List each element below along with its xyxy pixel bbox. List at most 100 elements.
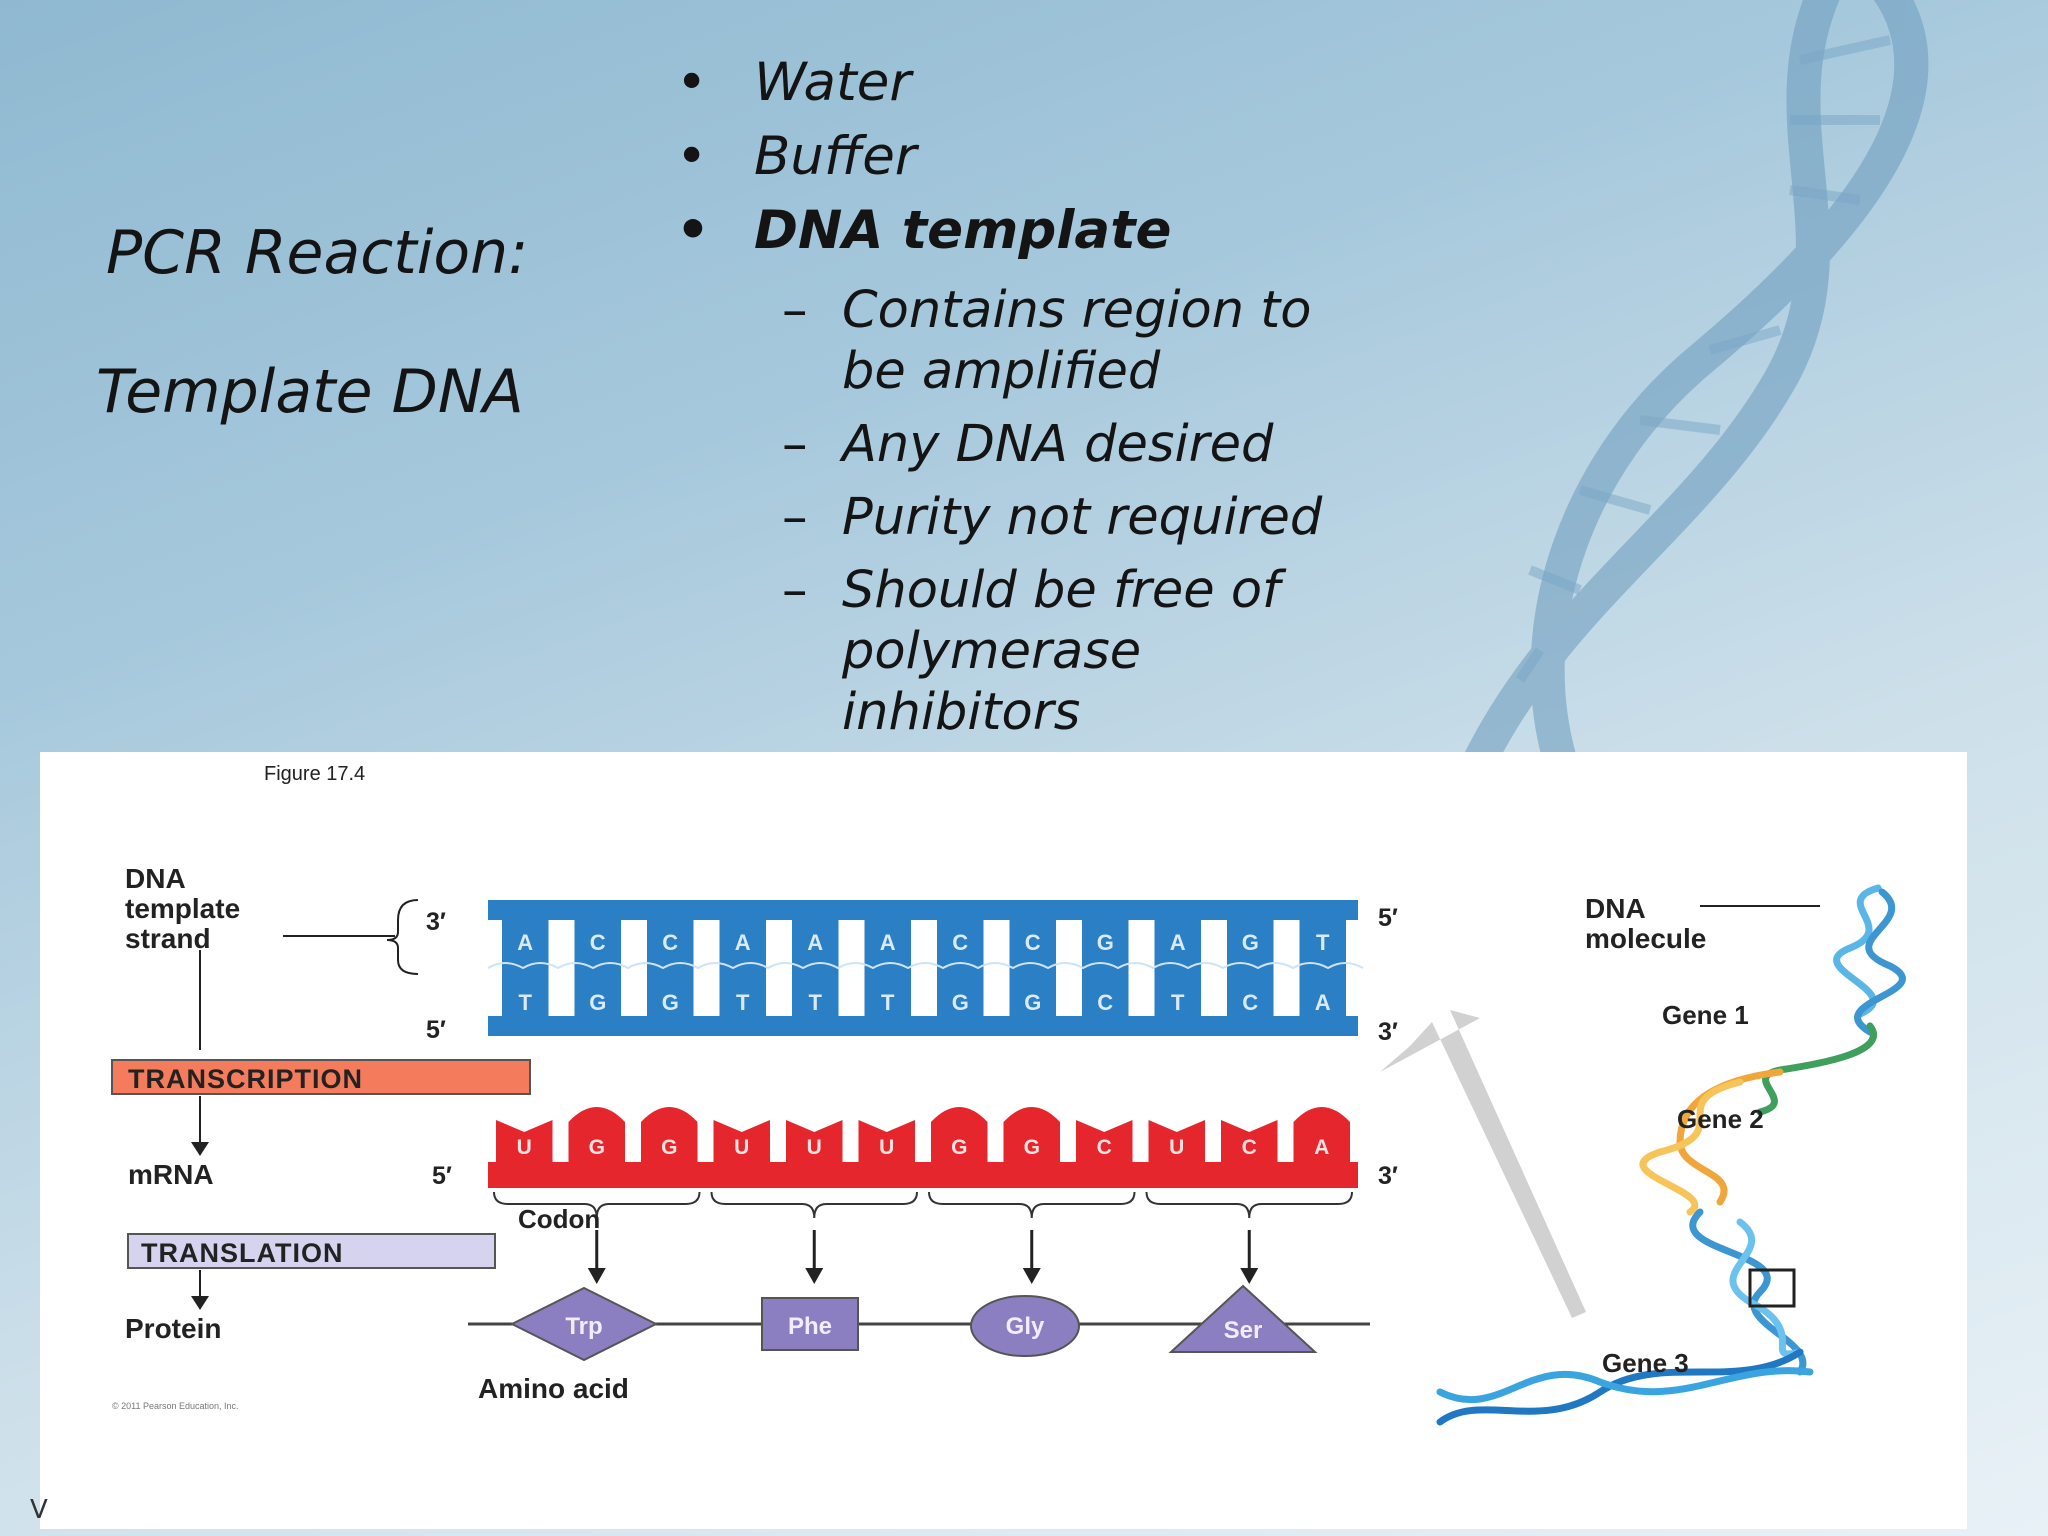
- amino-acid-name: Trp: [565, 1313, 602, 1340]
- mrna-base: U: [1169, 1136, 1184, 1159]
- bullet-item: • DNA template: [670, 194, 1430, 268]
- sub-bullet-dash: –: [782, 488, 808, 547]
- zoom-arrow: [1380, 1010, 1586, 1318]
- mrna-nucleotide: [496, 1120, 553, 1162]
- transcription-label: TRANSCRIPTION: [128, 1064, 363, 1094]
- sub-bullet-line: polymerase: [842, 622, 1142, 681]
- mrna-nucleotide: [713, 1120, 770, 1162]
- complement-base: C: [1097, 990, 1113, 1015]
- gene-label: Gene 2: [1677, 1104, 1764, 1134]
- dna-coil: [1833, 884, 1882, 1018]
- complement-base: C: [1242, 990, 1258, 1015]
- sub-bullet-line: Should be free of: [842, 561, 1280, 620]
- mrna-base: G: [951, 1136, 967, 1159]
- dna-template-label: DNA: [125, 863, 186, 894]
- complement-base: T: [809, 990, 823, 1015]
- template-base: A: [1170, 930, 1186, 955]
- codon-arrow-head: [805, 1268, 824, 1284]
- prime-label: 3′: [1378, 1018, 1398, 1046]
- base-pair: [792, 920, 839, 1016]
- codon-brace: [1145, 1191, 1353, 1219]
- transcription-box: [111, 1059, 531, 1095]
- sub-bullet-item: –Purity not required: [670, 487, 1430, 548]
- template-base: C: [952, 930, 968, 955]
- complement-base: T: [881, 990, 895, 1015]
- codon-brace: [493, 1191, 701, 1219]
- bullet-list: •Water•Buffer•DNA template–Contains regi…: [670, 46, 1430, 743]
- complement-base: G: [952, 990, 969, 1015]
- prime-label: 5′: [1378, 904, 1398, 932]
- sub-bullet-line: Any DNA desired: [842, 415, 1274, 474]
- complement-base: T: [736, 990, 750, 1015]
- mrna-base: U: [879, 1136, 894, 1159]
- slide-subtitle: Template DNA: [96, 357, 524, 427]
- sub-bullet-dash: –: [782, 415, 808, 474]
- base-pair: [1227, 920, 1274, 1016]
- dna-molecule-label: molecule: [1585, 923, 1706, 954]
- template-base: C: [1025, 930, 1041, 955]
- corner-mark: V: [30, 1495, 48, 1525]
- dna-coil: [1689, 1208, 1807, 1376]
- amino-acid-trp: [509, 1286, 659, 1362]
- amino-acid-name: Gly: [1006, 1313, 1045, 1340]
- base-pair: [1082, 920, 1129, 1016]
- complement-base: T: [1171, 990, 1185, 1015]
- mrna-base: C: [1097, 1136, 1112, 1159]
- flow-arrow-head: [191, 1296, 209, 1310]
- complement-base: G: [1024, 990, 1041, 1015]
- gene-label: Gene 3: [1602, 1348, 1689, 1378]
- codon-arrow-head: [1240, 1268, 1259, 1284]
- base-pair: [574, 920, 621, 1016]
- amino-acid-name: Phe: [788, 1313, 832, 1340]
- bullet-dot: •: [676, 52, 708, 113]
- template-base: T: [1316, 930, 1330, 955]
- complement-base: T: [519, 990, 533, 1015]
- prime-label: 3′: [426, 908, 446, 936]
- mrna-nucleotide: [641, 1107, 698, 1162]
- base-pair: [502, 920, 549, 1016]
- mrna-base: G: [589, 1136, 605, 1159]
- amino-acid-ser: [1168, 1284, 1318, 1353]
- sub-bullet-line: be amplified: [842, 342, 1161, 401]
- mrna-nucleotide: [858, 1120, 915, 1162]
- template-base: G: [1097, 930, 1114, 955]
- prime-label: 5′: [426, 1016, 446, 1044]
- sub-bullet-line: Purity not required: [842, 488, 1323, 547]
- complement-base: G: [589, 990, 606, 1015]
- dna-bottom-backbone: [488, 1016, 1358, 1036]
- mrna-label: mRNA: [128, 1159, 214, 1190]
- dna-coil: [1639, 1078, 1744, 1216]
- bullet-text: Buffer: [754, 126, 917, 187]
- translation-label: TRANSLATION: [141, 1238, 343, 1268]
- gene-label: Gene 1: [1662, 1000, 1749, 1030]
- bullet-text: Water: [754, 52, 912, 113]
- mrna-base: C: [1242, 1136, 1257, 1159]
- mrna-nucleotide: [1221, 1120, 1278, 1162]
- template-base: A: [880, 930, 896, 955]
- bullet-dot: •: [676, 126, 708, 187]
- mrna-nucleotide: [568, 1107, 625, 1162]
- amino-acid-gly: [970, 1295, 1080, 1357]
- complement-base: A: [1315, 990, 1331, 1015]
- base-pair: [719, 920, 766, 1016]
- base-pair: [1154, 920, 1201, 1016]
- bullet-text: DNA template: [754, 200, 1172, 261]
- amino-acid-phe: [761, 1297, 859, 1351]
- mrna-nucleotide: [1076, 1120, 1133, 1162]
- dna-coil: [1854, 888, 1906, 1036]
- bullet-dot: •: [676, 200, 710, 261]
- mrna-base: U: [807, 1136, 822, 1159]
- base-pair: [647, 920, 694, 1016]
- dna-molecule-label: DNA: [1585, 893, 1646, 924]
- translation-box: [127, 1233, 496, 1269]
- template-base: C: [662, 930, 678, 955]
- template-base: A: [735, 930, 751, 955]
- mrna-nucleotide: [786, 1120, 843, 1162]
- complement-base: G: [662, 990, 679, 1015]
- dna-top-backbone: [488, 900, 1358, 920]
- codon-arrow-head: [1022, 1268, 1041, 1284]
- mrna-nucleotide: [1293, 1107, 1350, 1162]
- hydrogen-bonds: [487, 962, 1364, 970]
